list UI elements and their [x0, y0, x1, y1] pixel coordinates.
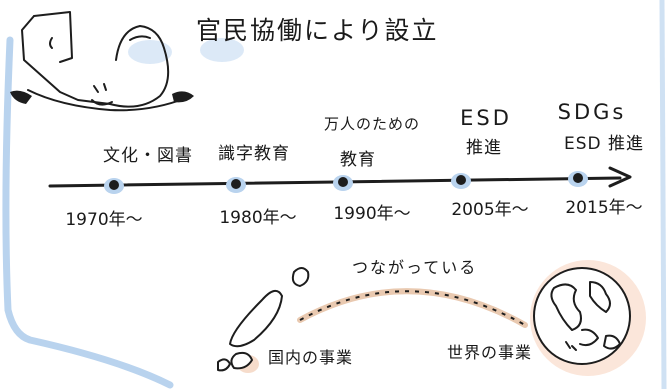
- domestic-projects-label: 国内の事業: [268, 348, 354, 367]
- cuff-right: [172, 91, 194, 103]
- world-projects-label: 世界の事業: [447, 343, 533, 362]
- globe-icon: [530, 260, 646, 376]
- left-bracket: [2, 36, 174, 389]
- marker-1990: [338, 177, 348, 187]
- japan-map-icon: [217, 267, 310, 373]
- page-title: 官民協働により設立: [196, 16, 439, 45]
- year-label-2015: 2015年〜: [565, 198, 643, 218]
- marker-1970: [109, 180, 119, 190]
- connection-label: つながっている: [352, 258, 478, 277]
- event-label-1970: 文化・図書: [103, 146, 193, 166]
- event-label-1980: 識字教育: [218, 144, 290, 164]
- marker-2005: [456, 175, 466, 185]
- marker-2015: [573, 173, 583, 183]
- event-label-1990: 教育: [340, 150, 376, 170]
- cuff-left: [10, 90, 32, 104]
- event-label-2005: 推進: [466, 138, 502, 158]
- timeline-arrowhead: [608, 166, 632, 188]
- event-label-2005-top: ESD: [460, 106, 512, 130]
- connection-arc: [297, 288, 528, 328]
- year-label-2005: 2005年〜: [451, 200, 529, 220]
- event-label-2015: ESD 推進: [563, 134, 645, 154]
- timeline-markers: [104, 171, 588, 194]
- event-label-2015-top: SDGs: [557, 100, 627, 124]
- marker-1980: [231, 179, 241, 189]
- year-label-1990: 1990年〜: [333, 204, 411, 224]
- right-edge: [659, 0, 667, 389]
- handshake-icon: [21, 11, 187, 112]
- year-label-1970: 1970年〜: [65, 210, 143, 230]
- year-label-1980: 1980年〜: [219, 208, 297, 228]
- event-label-1990-top: 万人のための: [323, 115, 421, 133]
